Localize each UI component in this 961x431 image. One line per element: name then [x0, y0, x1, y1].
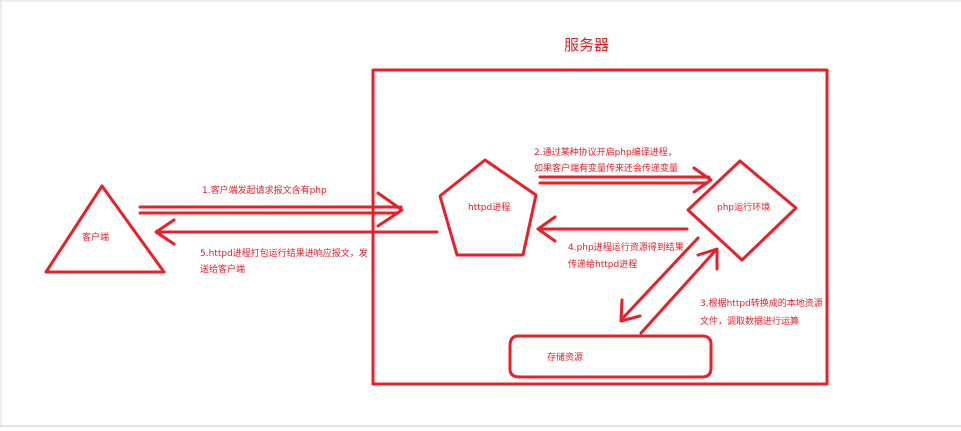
step2-label-line2: 如果客户端有变量传来还会传递变量	[534, 162, 678, 174]
storage-box	[508, 334, 713, 379]
arrow-php-to-storage	[619, 236, 700, 323]
step2-label-line1: 2.通过某种协议开启php编译进程，	[534, 146, 677, 158]
arrow-client-to-httpd	[138, 191, 404, 228]
server-box	[371, 68, 829, 386]
arrow-httpd-to-client	[154, 218, 439, 246]
step4-label-line2: 传递给httpd进程	[568, 258, 637, 270]
client-triangle	[44, 184, 166, 274]
server-title: 服务器	[564, 36, 609, 54]
arrow-storage-to-php	[639, 247, 719, 335]
step3-label-line2: 文件，调取数据进行运算	[700, 315, 799, 327]
httpd-pentagon	[438, 158, 538, 257]
step1-label: 1.客户端发起请求报文含有php	[202, 184, 327, 196]
arrow-php-to-httpd	[536, 215, 689, 243]
httpd-label: httpd进程	[468, 202, 510, 213]
step5-label-line1: 5.httpd进程打包运行结果进响应报文，发	[200, 247, 368, 259]
client-label: 客户端	[82, 231, 109, 243]
arrow-httpd-to-php	[538, 166, 713, 194]
step5-label-line2: 送给客户端	[200, 263, 245, 275]
php-label: php运行环境	[717, 201, 770, 213]
php-diamond	[686, 159, 798, 262]
step4-label-line1: 4.php进程运行资源得到结果	[568, 241, 684, 253]
step3-label-line1: 3.根据httpd转换成的本地资源	[700, 297, 823, 309]
storage-label: 存储资源	[547, 351, 583, 363]
